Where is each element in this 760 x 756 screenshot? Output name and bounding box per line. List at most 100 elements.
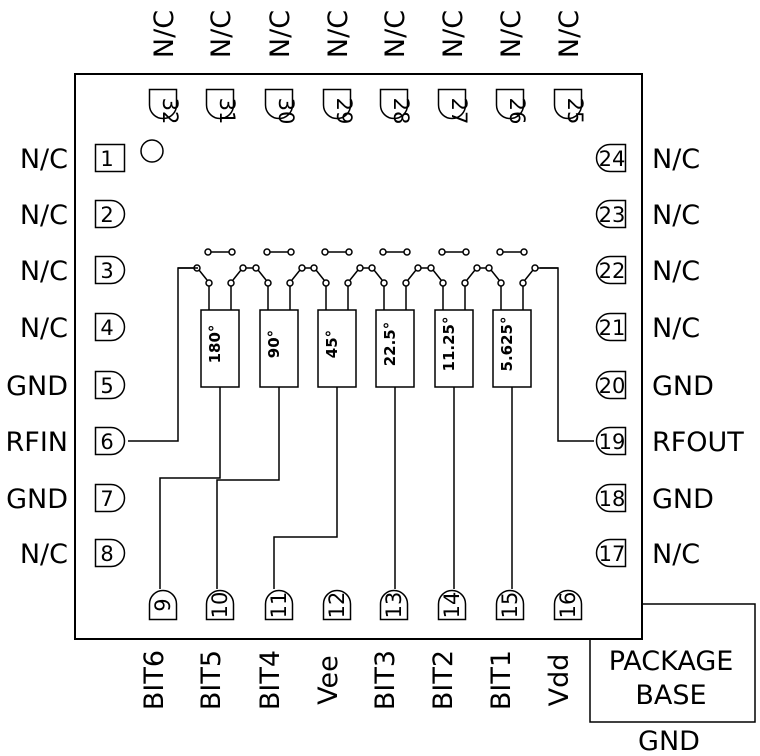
stage-leads — [208, 286, 232, 310]
stage-leads — [442, 286, 466, 310]
pin-number: 26 — [505, 98, 529, 125]
rfout-trace — [540, 267, 594, 442]
switch-contact — [228, 248, 236, 256]
bit5-trace — [216, 387, 280, 589]
pin-5 — [94, 370, 126, 400]
pin-label: BIT1 — [486, 650, 517, 710]
phase-stage: 180° — [193, 248, 247, 388]
pin-8 — [94, 538, 126, 568]
pin-16 — [553, 589, 583, 621]
pin-number: 12 — [325, 592, 349, 619]
pin-number: 20 — [599, 374, 626, 398]
pin-number: 27 — [447, 98, 471, 125]
pin-label: N/C — [323, 10, 354, 58]
switch-arm — [490, 269, 500, 281]
pin-label: N/C — [496, 10, 527, 58]
stage-leads — [267, 286, 291, 310]
pin-32 — [148, 88, 178, 120]
pin-number: 30 — [274, 98, 298, 125]
pin-number: 13 — [382, 592, 406, 619]
pin-2 — [94, 199, 126, 229]
pin-label: N/C — [149, 10, 180, 58]
pin-label: N/C — [554, 10, 585, 58]
phase-stage-label: 22.5° — [381, 322, 399, 367]
pin-label: BIT6 — [139, 650, 170, 710]
pin-18 — [595, 483, 627, 513]
pin-label: RFOUT — [652, 427, 744, 458]
pin-4 — [94, 312, 126, 342]
switch-contact — [461, 279, 469, 287]
switch-contact — [439, 279, 447, 287]
pin-label: N/C — [20, 539, 68, 570]
pin-label: N/C — [652, 256, 700, 287]
pin-number: 22 — [599, 259, 626, 283]
switch-contact — [496, 248, 504, 256]
package-outline — [74, 73, 643, 640]
pin-label: N/C — [20, 313, 68, 344]
pin-number: 25 — [563, 98, 587, 125]
pin-15 — [495, 589, 525, 621]
pin-label: N/C — [20, 200, 68, 231]
package-base-line2: BASE — [635, 680, 706, 711]
pin1-marker — [140, 139, 164, 163]
switch-contact — [264, 279, 272, 287]
pin-label: N/C — [20, 256, 68, 287]
pin-3 — [94, 255, 126, 285]
package-base-ground: GND — [638, 726, 700, 756]
pin-29 — [322, 88, 352, 120]
pin-label: N/C — [20, 144, 68, 175]
switch-contact — [263, 248, 271, 256]
switch-contact — [380, 279, 388, 287]
pin-number: 23 — [599, 203, 626, 227]
pin-label: GND — [652, 371, 714, 402]
pin-number: 8 — [100, 542, 113, 566]
pin-30 — [264, 88, 294, 120]
pin-number: 18 — [599, 487, 626, 511]
switch-contact — [520, 248, 528, 256]
pin-26 — [495, 88, 525, 120]
pin-11 — [264, 589, 294, 621]
pin-7 — [94, 483, 126, 513]
pin-label: N/C — [206, 10, 237, 58]
pin-13 — [379, 589, 409, 621]
pin-number: 16 — [556, 592, 580, 619]
pin-number: 21 — [599, 316, 626, 340]
pin-27 — [437, 88, 467, 120]
pin-label: BIT3 — [370, 650, 401, 710]
stage-leads — [325, 286, 349, 310]
pin-10 — [205, 589, 235, 621]
phase-stage-label: 11.25° — [440, 317, 458, 372]
pin-20 — [595, 370, 627, 400]
switch-arm — [373, 269, 383, 281]
pin-label: N/C — [652, 539, 700, 570]
pin-9 — [148, 589, 178, 621]
pin-label: BIT4 — [255, 650, 286, 710]
switch-arm — [524, 269, 534, 281]
stage-leads — [500, 286, 524, 310]
pin-number: 4 — [100, 316, 113, 340]
pin-25 — [553, 88, 583, 120]
switch-contact — [403, 248, 411, 256]
pin-label: BIT2 — [428, 650, 459, 710]
pin-number: 15 — [498, 592, 522, 619]
phase-stage: 11.25° — [427, 248, 481, 388]
pin-12 — [322, 589, 352, 621]
pin-number: 29 — [332, 98, 356, 125]
pin-number: 28 — [389, 98, 413, 125]
switch-arm — [198, 269, 208, 281]
pin-22 — [595, 255, 627, 285]
switch-arm — [291, 269, 301, 281]
switch-contact — [379, 248, 387, 256]
pin-number: 1 — [100, 147, 113, 171]
bit6-trace — [159, 387, 221, 589]
pin-6 — [94, 426, 126, 456]
stage-leads — [383, 286, 407, 310]
pin-number: 3 — [100, 259, 113, 283]
pin-number: 24 — [599, 147, 626, 171]
pin-number: 31 — [215, 98, 239, 125]
pin-14 — [437, 589, 467, 621]
pin-label: Vdd — [544, 654, 575, 707]
phase-stage: 45° — [310, 248, 364, 388]
pin-21 — [595, 312, 627, 342]
switch-contact — [287, 248, 295, 256]
